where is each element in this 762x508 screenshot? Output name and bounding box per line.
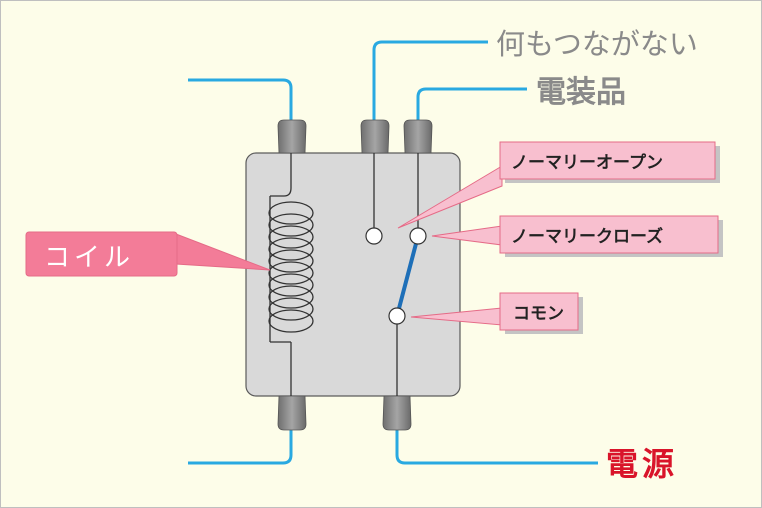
relay-case (245, 152, 461, 397)
terminal-power (382, 395, 412, 431)
terminal-coil-top (277, 119, 307, 154)
normally-closed-callout: ノーマリークローズ (431, 215, 723, 257)
power-label: 電源 (606, 445, 678, 483)
wire-no-connection (372, 40, 488, 122)
normally-open-callout: ノーマリーオープン (397, 141, 720, 229)
contact-common (388, 307, 406, 325)
coil-icon (268, 196, 314, 343)
coil-label: コイル (44, 243, 134, 273)
no-connection-label: 何もつながない (496, 27, 698, 61)
terminal-no-connection (360, 119, 390, 154)
normally-closed-label: ノーマリークローズ (511, 226, 663, 247)
wire-power (395, 428, 598, 465)
wire-coil-bottom (188, 428, 293, 465)
wire-device (416, 87, 527, 122)
external-wires (188, 40, 598, 465)
wire-coil-top (188, 78, 293, 122)
coil-callout: コイル (25, 231, 271, 277)
contact-normally-closed (409, 227, 427, 245)
terminal-device (403, 119, 433, 154)
normally-open-label: ノーマリーオープン (511, 152, 663, 173)
terminal-coil-bottom (277, 395, 307, 431)
device-label: 電装品 (536, 75, 626, 110)
common-label: コモン (513, 304, 564, 324)
switch-blade-icon (395, 234, 420, 318)
terminals (277, 119, 433, 431)
common-callout: コモン (410, 292, 583, 334)
contact-normally-open (365, 227, 383, 245)
